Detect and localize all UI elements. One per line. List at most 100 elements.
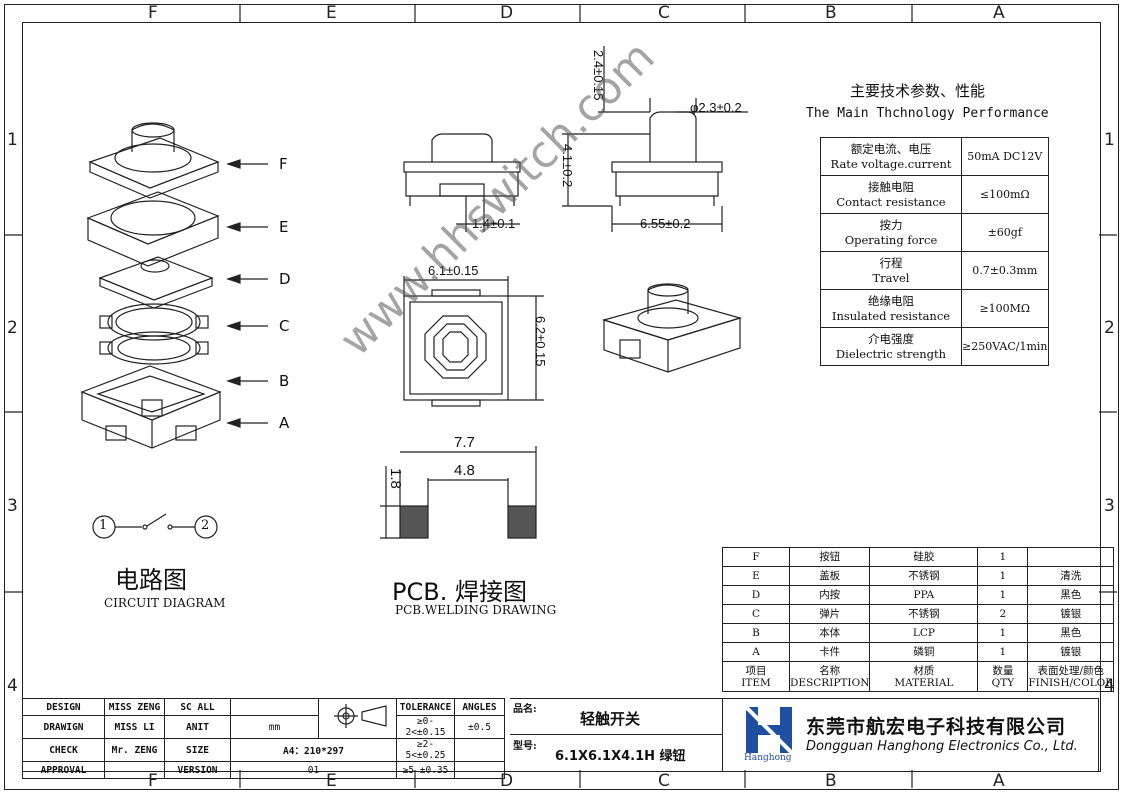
zone-letter: E	[326, 771, 337, 791]
layer-label-b: B	[279, 372, 290, 390]
tb-tol3: ≥5 ±0.35	[396, 761, 455, 779]
bom-cell: 按钮	[788, 547, 871, 567]
layer-label-c: C	[279, 317, 290, 335]
zone-letter: A	[993, 3, 1005, 23]
tb-ang1: ±0.5	[454, 715, 505, 739]
zone-number: 2	[1104, 318, 1115, 338]
dim-lead: 1.4±0.1	[472, 216, 516, 231]
tb-tolerance-label: TOLERANCE	[396, 698, 455, 716]
model-label: 型号:	[513, 741, 537, 752]
zone-letter: A	[993, 771, 1005, 791]
bom-header-cn: 表面处理/颜色	[1037, 664, 1105, 677]
layer-label-f: F	[279, 155, 288, 173]
circuit-node-1: 1	[99, 518, 108, 533]
bom-cell: LCP	[869, 623, 979, 643]
tb-drawign-by: MISS LI	[104, 715, 165, 739]
bom-cell: 黑色	[1027, 623, 1115, 643]
company-logo-text: Hanghong	[744, 753, 792, 763]
bom-cell: PPA	[869, 585, 979, 605]
spec-value: ≥100MΩ	[961, 289, 1049, 328]
zone-letter: D	[500, 3, 514, 23]
spec-value: ±60gf	[961, 213, 1049, 252]
zone-number: 4	[7, 676, 18, 696]
bom-cell: C	[722, 604, 790, 624]
tb-size-label: SIZE	[164, 738, 231, 762]
bom-cell: B	[722, 623, 790, 643]
tb-unit: mm	[230, 715, 319, 739]
zone-number: 1	[7, 130, 18, 150]
company-block	[722, 698, 1099, 772]
bom-cell: 镀银	[1027, 604, 1115, 624]
bom-cell: 2	[977, 604, 1029, 624]
spec-cn: 介电强度	[868, 331, 914, 346]
spec-en: Contact resistance	[836, 194, 946, 209]
product-block	[510, 698, 723, 772]
spec-en: Dielectric strength	[835, 346, 947, 361]
dim-overall-width: 6.55±0.2	[640, 216, 691, 231]
zone-number: 3	[1104, 496, 1115, 516]
circuit-title-cn: 电路图	[115, 566, 187, 594]
layer-label-e: E	[279, 218, 289, 236]
bom-cell	[1027, 547, 1115, 567]
bom-header-en: ITEM	[741, 676, 771, 689]
watermark-position	[365, 560, 366, 561]
bom-header-cn: 数量	[992, 664, 1014, 677]
dim-button-dia: φ2.3±0.2	[690, 100, 742, 115]
spec-value: ≥250VAC/1min	[961, 327, 1049, 366]
tb-design-by: MISS ZENG	[104, 698, 165, 716]
tb-drawign-label: DRAWIGN	[22, 715, 105, 739]
pcb-dim-77: 7.7	[454, 434, 475, 451]
spec-cn: 接触电阻	[868, 179, 914, 194]
bom-cell: 镀银	[1027, 642, 1115, 662]
bom-cell: 1	[977, 585, 1029, 605]
dim-top-width: 6.1±0.15	[428, 263, 479, 278]
tb-anit: ANIT	[164, 715, 231, 739]
company-name-cn: 东莞市航宏电子科技有限公司	[806, 716, 1067, 738]
spec-value: 50mA DC12V	[961, 137, 1049, 176]
spec-en: Rate voltage.current	[830, 156, 952, 171]
spec-en: Operating force	[844, 232, 938, 247]
spec-cn: 按力	[879, 217, 903, 232]
bom-header-en: MATERIAL	[894, 676, 954, 689]
zone-letter: B	[825, 3, 837, 23]
pcb-title-cn: PCB. 焊接图	[392, 578, 527, 606]
tb-approval-label: APPROVAL	[22, 761, 105, 779]
bom-cell: 磷铜	[869, 642, 979, 662]
bom-header-cn: 项目	[745, 664, 767, 677]
bom-cell: 清洗	[1027, 566, 1115, 586]
bom-cell: 黑色	[1027, 585, 1115, 605]
bom-cell: 盖板	[788, 566, 871, 586]
bom-cell: A	[722, 642, 790, 662]
dim-top-height: 6.2±0.15	[533, 316, 548, 367]
bom-cell: 1	[977, 623, 1029, 643]
tb-version-label: VERSION	[164, 761, 231, 779]
tb-version-val: 01	[230, 761, 397, 779]
bom-cell: 1	[977, 566, 1029, 586]
bom-cell: 1	[977, 642, 1029, 662]
bom-cell: 不锈钢	[869, 566, 979, 586]
spec-title-cn: 主要技术参数、性能	[850, 82, 986, 100]
spec-en: Travel	[872, 270, 910, 285]
bom-cell: 本体	[788, 623, 871, 643]
spec-value: ≤100mΩ	[961, 175, 1049, 214]
zone-letter: B	[825, 771, 837, 791]
bom-cell: 内按	[788, 585, 871, 605]
tb-check-label: CHECK	[22, 738, 105, 762]
product-name-label: 品名:	[513, 704, 537, 715]
spec-cn: 额定电流、电压	[850, 141, 932, 156]
zone-letter: F	[148, 771, 158, 791]
company-name-en: Dongguan Hanghong Electronics Co., Ltd.	[806, 739, 1078, 754]
pcb-dim-48: 4.8	[454, 462, 475, 479]
bom-cell: E	[722, 566, 790, 586]
